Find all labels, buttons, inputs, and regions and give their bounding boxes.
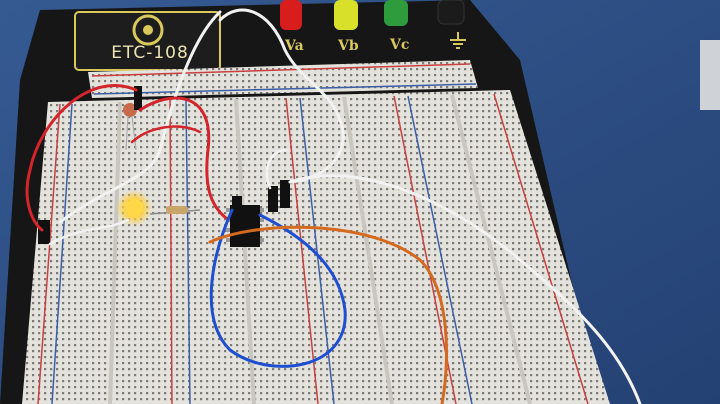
wire-white-top [218, 8, 345, 184]
wire-blue [209, 208, 347, 368]
va-label: Va [285, 38, 304, 54]
photoresistor [123, 103, 137, 151]
ground-symbol-icon [450, 32, 466, 49]
vc-label: Vc [390, 37, 410, 53]
post-green [384, 0, 408, 26]
post-black [437, 0, 465, 25]
right-edge-object [700, 40, 720, 110]
circle-logo-icon [132, 14, 164, 46]
wire-white-left [58, 10, 222, 224]
wire-orange [208, 225, 448, 404]
wire-red-left [25, 84, 138, 232]
resistor [149, 206, 201, 215]
led [116, 190, 152, 226]
breadboard-rails [37, 93, 589, 404]
binding-posts [280, 0, 466, 49]
jumper-connectors [38, 86, 290, 244]
post-red [280, 0, 302, 30]
wire-white-right [288, 174, 642, 404]
wire-red-center [138, 96, 228, 220]
breadboard-channels [108, 94, 532, 404]
wire-red-short [130, 125, 202, 144]
wire-white-short [265, 148, 288, 190]
vb-label: Vb [338, 38, 359, 54]
logo-plate [74, 11, 221, 71]
model-label: ETC-108 [111, 43, 189, 63]
post-yellow [334, 0, 358, 30]
wires [25, 8, 642, 404]
wire-white-led [48, 218, 130, 246]
